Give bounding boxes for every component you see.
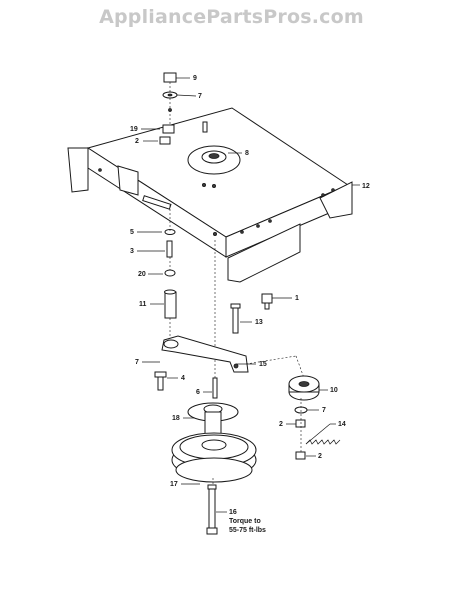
callout-7-arm: 7	[135, 359, 139, 366]
callout-2-nut: 2	[279, 421, 283, 428]
torque-note-line1: Torque to	[229, 518, 261, 525]
callout-11: 11	[139, 301, 147, 308]
callout-1: 1	[295, 295, 299, 302]
callout-4: 4	[181, 375, 185, 382]
idler-arm	[161, 335, 305, 379]
callout-9: 9	[193, 75, 197, 82]
callout-8: 8	[245, 150, 249, 157]
callout-13: 13	[255, 319, 263, 326]
callout-7-pulley: 7	[322, 407, 326, 414]
callout-15: 15	[259, 361, 267, 368]
top-hardware-stack	[159, 72, 178, 145]
callout-7: 7	[198, 93, 202, 100]
callout-16: 16	[229, 509, 237, 516]
callout-19: 19	[130, 126, 138, 133]
drive-pulley-assembly	[171, 402, 257, 485]
pivot-stack	[164, 205, 177, 338]
torque-note-line2: 55-75 ft-lbs	[229, 527, 266, 534]
callout-3: 3	[130, 248, 134, 255]
callout-10: 10	[330, 387, 338, 394]
watermark-text: AppliancePartsPros.com	[99, 6, 364, 28]
deck-plate	[67, 107, 353, 283]
callout-12: 12	[362, 183, 370, 190]
callout-17: 17	[170, 481, 178, 488]
callout-2: 2	[135, 138, 139, 145]
idler-pulley	[288, 375, 320, 460]
callout-20: 20	[138, 271, 146, 278]
stud-and-bolt	[214, 240, 273, 390]
callout-18: 18	[172, 415, 180, 422]
leader-lines	[137, 77, 360, 513]
tension-spring	[305, 423, 341, 445]
callout-labels: 9 7 19 2 8 12 5 3 20 1 11 13 7 15 4 6 10…	[130, 75, 370, 534]
callout-6: 6	[196, 389, 200, 396]
callout-14: 14	[338, 421, 346, 428]
spindle-bolt	[206, 484, 218, 535]
callout-2-lower: 2	[318, 453, 322, 460]
bolt-and-pin	[154, 371, 218, 399]
callout-5: 5	[130, 229, 134, 236]
